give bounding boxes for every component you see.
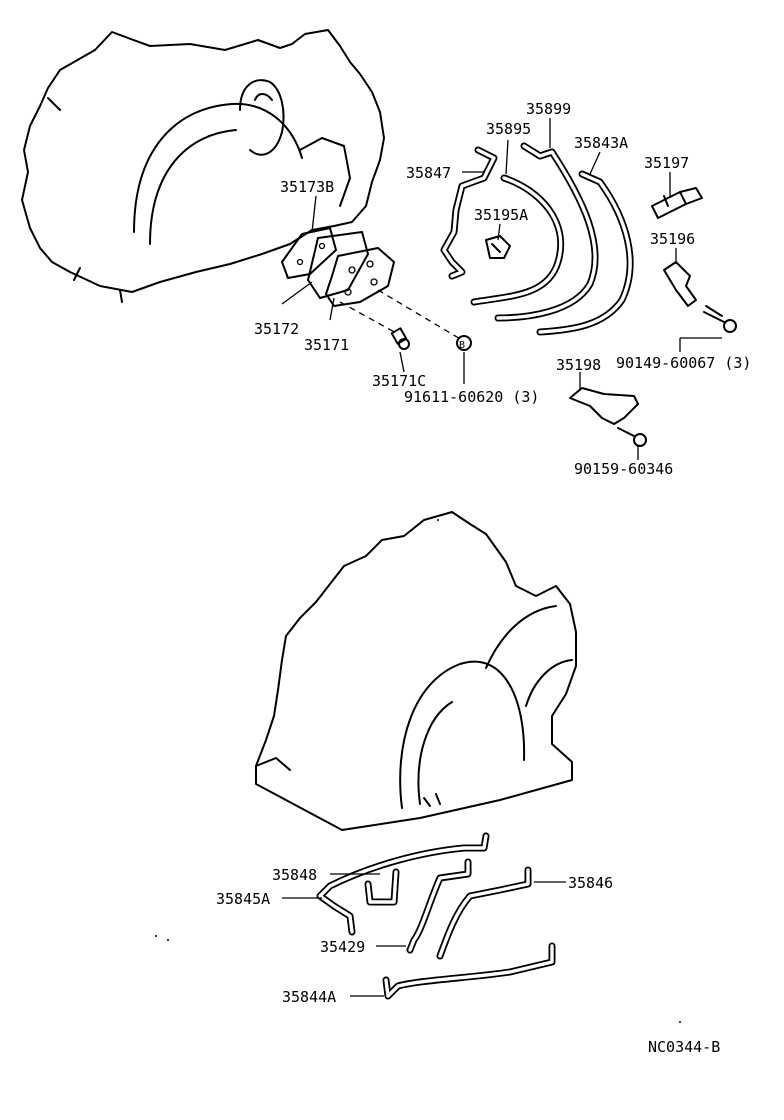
label-90149-60067: 90149-60067 (3) (616, 354, 751, 372)
lower-transaxle-housing (255, 511, 577, 831)
label-35429: 35429 (320, 938, 365, 956)
bracket-35198 (569, 387, 639, 425)
marker-b-letter: B (459, 340, 465, 351)
sensor-35197 (651, 187, 703, 219)
bracket-35196 (663, 261, 697, 307)
label-35195a: 35195A (474, 206, 528, 224)
label-35895: 35895 (486, 120, 531, 138)
label-35845a: 35845A (216, 890, 270, 908)
label-35846: 35846 (568, 874, 613, 892)
label-90159-60346: 90159-60346 (574, 460, 673, 478)
valve-body-assembly (281, 227, 463, 341)
upper-transaxle-housing (21, 29, 385, 303)
label-35173b: 35173B (280, 178, 334, 196)
label-35848: 35848 (272, 866, 317, 884)
scan-specks (155, 519, 681, 1023)
label-35196: 35196 (650, 230, 695, 248)
part-labels-lower: 35848 35845A 35846 35429 35844A (216, 866, 613, 1006)
leader-lines-lower (282, 873, 566, 997)
label-35171: 35171 (304, 336, 349, 354)
label-35197: 35197 (644, 154, 689, 172)
label-35171c: 35171C (372, 372, 426, 390)
label-35847: 35847 (406, 164, 451, 182)
label-35843a: 35843A (574, 134, 628, 152)
drawing-code: NC0344-B (648, 1038, 720, 1056)
upper-pipes (440, 142, 634, 336)
marker-b: B (456, 335, 472, 351)
label-35844a: 35844A (282, 988, 336, 1006)
label-35198: 35198 (556, 356, 601, 374)
leader-lines-upper (281, 118, 722, 460)
bolt-90149 (703, 305, 737, 333)
clip-35195a (485, 235, 511, 259)
lower-pipes (316, 832, 556, 1000)
bolt-35171c (390, 327, 410, 350)
label-35899: 35899 (526, 100, 571, 118)
bolt-90159 (617, 427, 647, 447)
label-91611-60620: 91611-60620 (3) (404, 388, 539, 406)
label-35172: 35172 (254, 320, 299, 338)
part-labels-upper: 35173B 35172 35171 35171C 91611-60620 (3… (254, 100, 751, 478)
